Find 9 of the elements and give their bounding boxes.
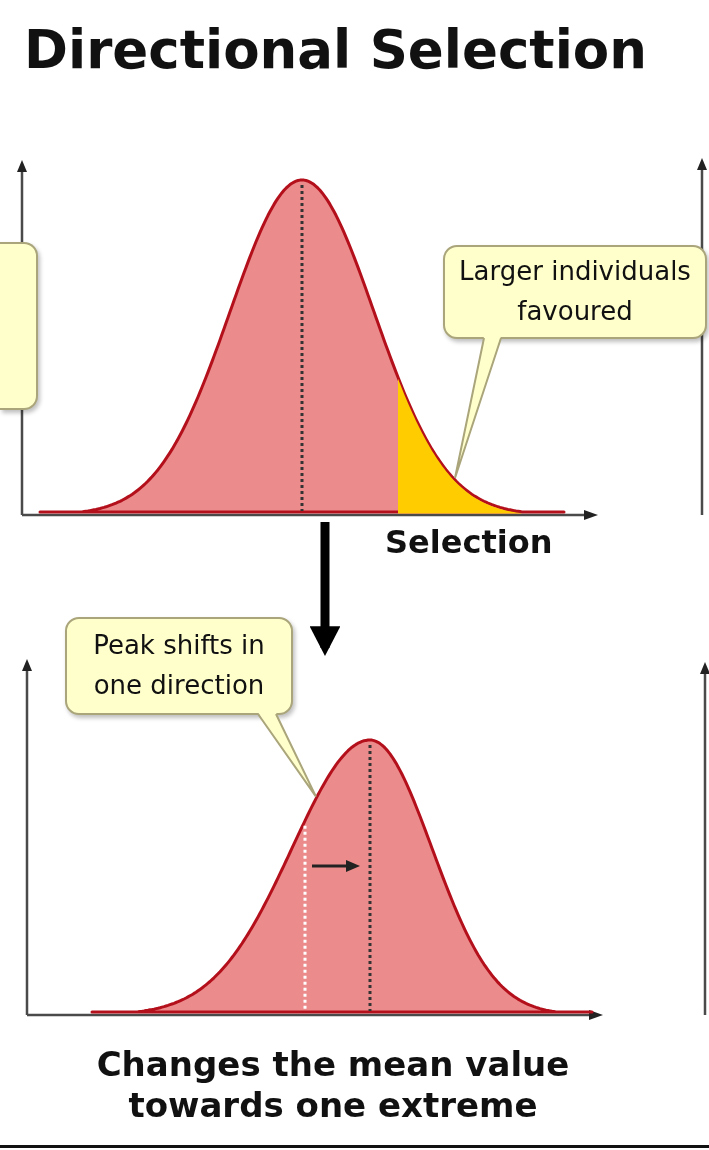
callout-tooltip	[443, 245, 707, 339]
callout-text: Larger individuals favoured	[458, 255, 692, 328]
callout-tooltip	[65, 617, 293, 715]
callout-tooltip	[0, 242, 38, 410]
callout-text: Peak shifts in one direction	[92, 629, 266, 702]
bell-curve	[90, 738, 594, 1014]
arrow	[309, 522, 341, 656]
caption: Changes the mean value towards one extreme	[95, 1044, 571, 1127]
title: Directional Selection	[24, 20, 647, 81]
